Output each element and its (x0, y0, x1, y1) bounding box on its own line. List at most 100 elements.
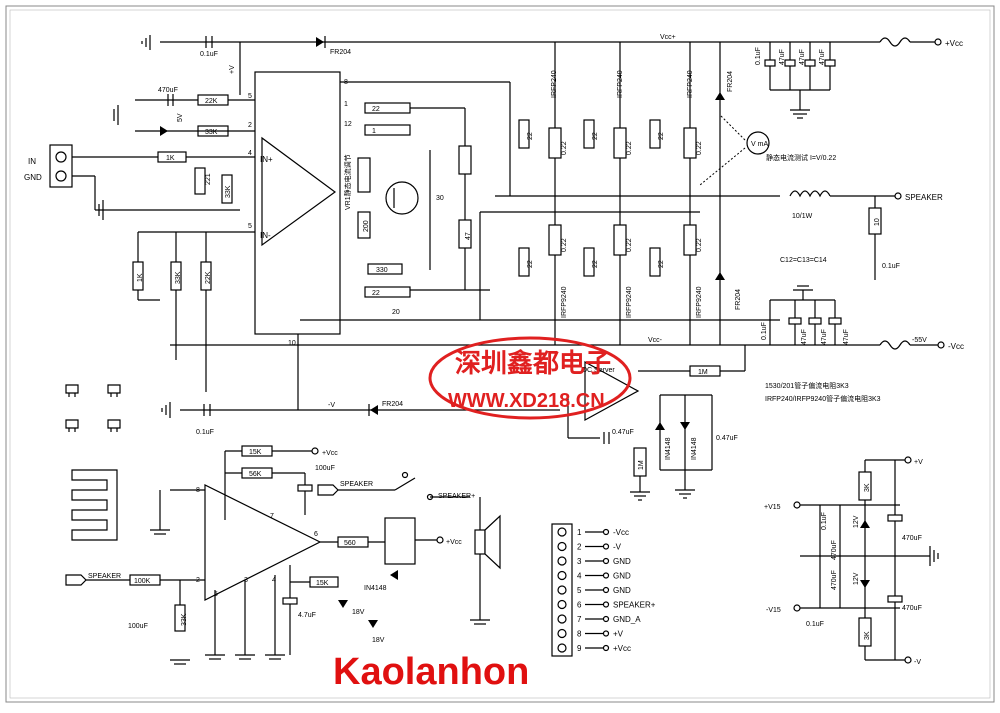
vcc-minus-terminal[interactable] (937, 341, 945, 349)
r-330 (367, 263, 403, 275)
connector-terminal[interactable] (602, 572, 610, 579)
pa-pin6: 6 (314, 531, 318, 538)
output-stage (300, 82, 780, 321)
pa-vcc-terminal[interactable] (311, 447, 319, 455)
fr204-b-icon (715, 272, 725, 280)
connector-pin-5[interactable] (557, 585, 567, 595)
fuse-top (879, 37, 911, 47)
c-100uf (297, 484, 313, 492)
cap-bank-bot-01: 0.1uF (761, 322, 768, 340)
v15p-terminal[interactable] (793, 501, 801, 509)
connector-terminal[interactable] (602, 630, 610, 637)
r-22k-b-label: 22K (205, 271, 212, 284)
relay-contact-a (401, 471, 409, 479)
connector-terminal[interactable] (602, 543, 610, 550)
connector-pin-name: -Vcc (613, 528, 629, 537)
ground-icon (630, 491, 650, 501)
connector-terminal[interactable] (602, 601, 610, 608)
brand-text: Kaolanhon (333, 651, 529, 693)
relay-vcc-terminal[interactable] (436, 536, 444, 544)
diode-4148-a-label: IN4148 (665, 437, 672, 460)
pa-pin3: 3 (244, 577, 248, 584)
connector-pin-name: GND_A (613, 615, 641, 624)
cap-bank-top-47c: 47uF (819, 49, 826, 65)
vcc-plus-terminal[interactable] (934, 38, 942, 46)
r-33k-c (174, 604, 186, 632)
meter-note: 静态电流测试 I=V/0.22 (766, 153, 836, 162)
r-22k-label: 22K (205, 98, 218, 105)
connector-pin-number: 4 (577, 572, 582, 581)
v15p-label: +V15 (764, 504, 781, 511)
r-15k-b (309, 576, 339, 588)
ground-row-icons (205, 575, 285, 660)
nfet-2 (583, 42, 627, 196)
c047b-label: 0.47uF (716, 435, 738, 442)
bias-note-2: IRFP240/IRFP9240管子偏流电阻3K3 (765, 394, 881, 403)
outer-border (5, 5, 995, 703)
c-47uf-b (282, 597, 298, 605)
r022-p1: 0.22 (561, 238, 568, 252)
relay-coil (384, 517, 416, 565)
pin12: 12 (344, 121, 352, 128)
r10-1w-label: 10/1W (792, 213, 813, 220)
r-221 (194, 167, 206, 195)
pa-vcc-label: +Vcc (322, 450, 338, 457)
r-15k-label: 15K (249, 449, 262, 456)
zener-18v-b-icon (368, 620, 378, 628)
vr1-pot[interactable] (357, 157, 371, 193)
pfet-3 (649, 196, 697, 345)
speaker-in-tag[interactable] (65, 574, 87, 586)
r-47-top (458, 145, 472, 175)
output-inductor-icon (789, 190, 831, 198)
r-47 (458, 219, 472, 249)
connector-pin-name: GND (613, 586, 631, 595)
speaker-label: SPEAKER (905, 193, 943, 202)
diode-4148-b-icon (680, 422, 690, 430)
v15n-terminal[interactable] (793, 604, 801, 612)
zener-12v-b-icon (860, 580, 870, 588)
connector-pin-4[interactable] (557, 570, 567, 581)
connector-pin-3[interactable] (557, 556, 567, 566)
zener-12v-a-icon (860, 520, 870, 528)
diode-4148-b-label: IN4148 (691, 437, 698, 460)
connector-pin-9[interactable] (557, 643, 567, 653)
cap-bank-bottom (769, 285, 842, 345)
pfet-1 (518, 196, 562, 345)
ground-icon (150, 529, 170, 535)
connector-terminal[interactable] (602, 615, 610, 623)
ground-icon (98, 200, 104, 220)
connector-terminal[interactable] (602, 528, 610, 536)
vcc-plus-label: Vcc+ (660, 34, 676, 41)
c-100uf-b-label: 100uF (128, 623, 148, 630)
pin1: 1 (344, 101, 348, 108)
relay-diode-icon (390, 570, 398, 580)
r-1 (364, 124, 411, 136)
speaker-terminal[interactable] (894, 192, 902, 200)
r022-n1: 0.22 (561, 141, 568, 155)
connector-pin-2[interactable] (557, 541, 567, 552)
speaker-relay-tag[interactable] (317, 484, 339, 496)
connector-pin-name: GND (613, 557, 631, 566)
connector-pin-6[interactable] (557, 599, 567, 610)
r-56k-label: 56K (249, 471, 262, 478)
connector-pin-number: 5 (577, 586, 582, 595)
c-100uf-label: 100uF (315, 465, 335, 472)
pin5a: 5 (248, 93, 252, 100)
r-1-label: 1 (372, 128, 376, 135)
connector-pin-8[interactable] (557, 628, 567, 639)
cap-bank-bot-47b: 47uF (821, 329, 828, 345)
connector-terminal[interactable] (602, 557, 610, 565)
watermark-url: WWW.XD218.CN (448, 390, 605, 412)
nfet-1-label: IRFP240 (551, 70, 558, 98)
connector-pin-1[interactable] (557, 527, 567, 537)
connector-terminal[interactable] (602, 644, 610, 652)
vr1-label: VR1静态电流调节 (343, 154, 352, 210)
minus-v-terminal[interactable] (904, 656, 912, 664)
connector-pin-7[interactable] (557, 614, 567, 624)
connector-pin-number: 1 (577, 528, 582, 537)
connector-pin-name: -V (613, 543, 622, 552)
connector-terminal[interactable] (602, 586, 610, 594)
plus-v-terminal[interactable] (904, 456, 912, 464)
meter-label: V mA (751, 141, 768, 148)
